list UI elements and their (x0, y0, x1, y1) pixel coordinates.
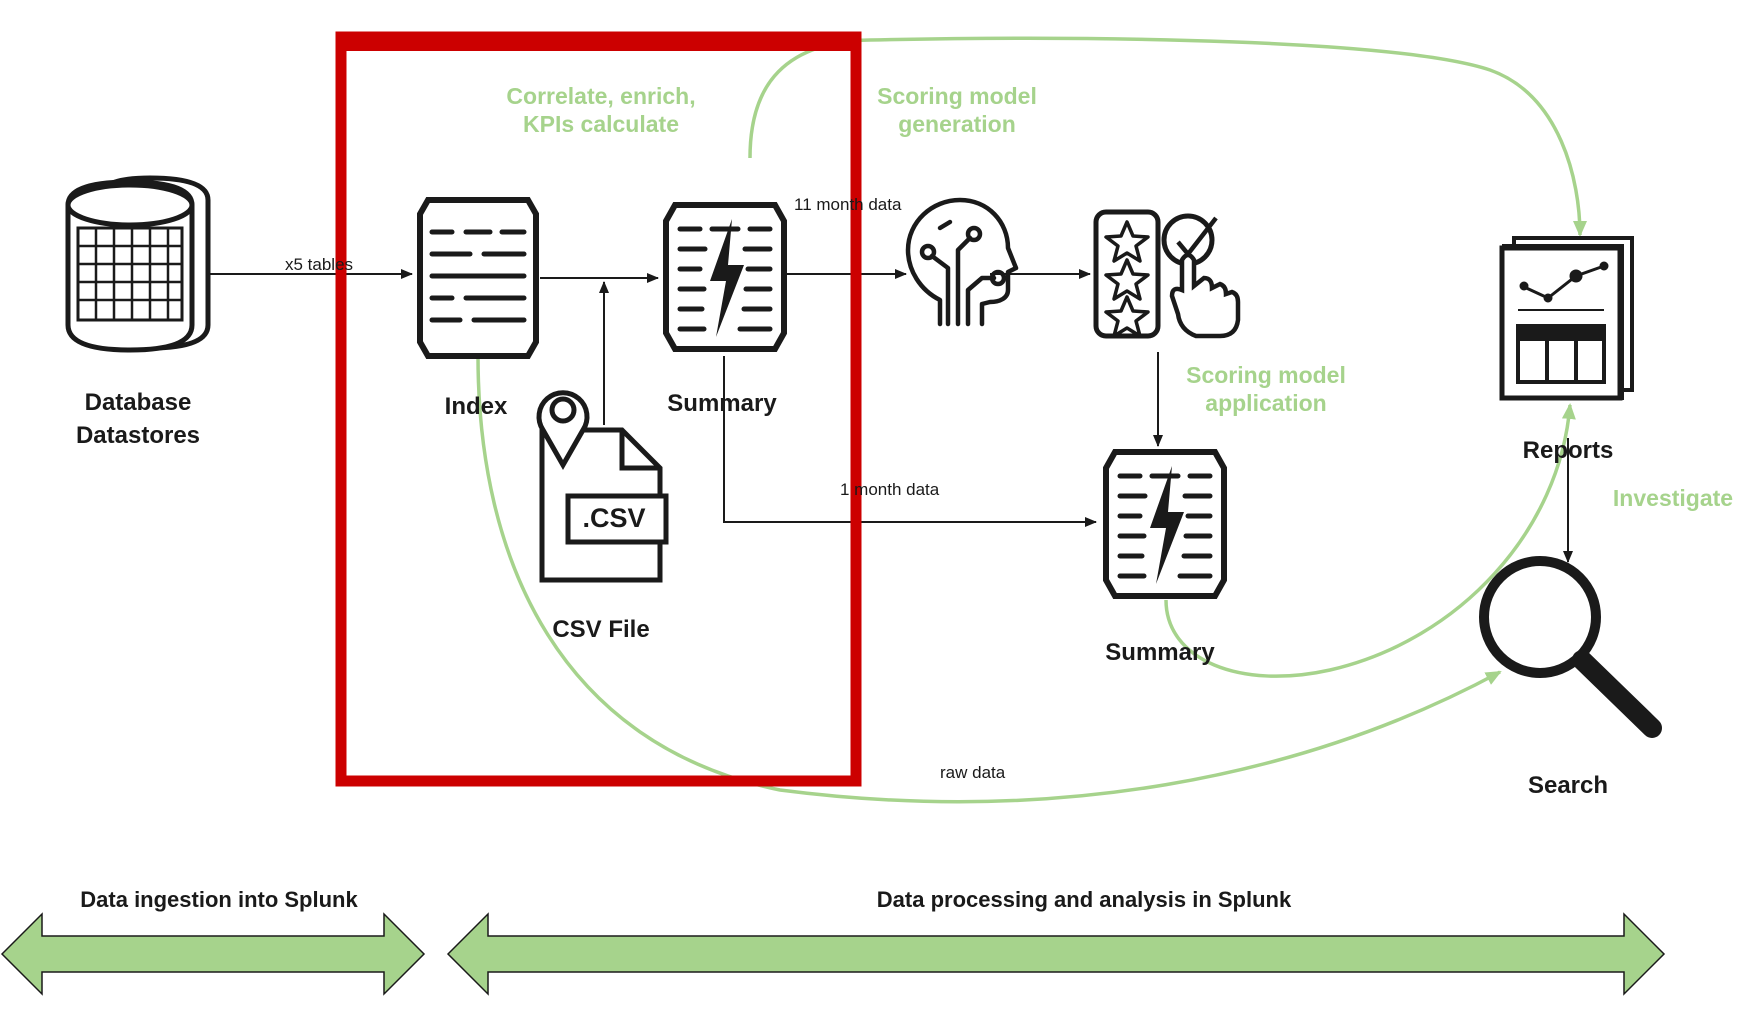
database-label-line2: Datastores (76, 422, 200, 449)
band-label-ingestion: Data ingestion into Splunk (80, 887, 358, 912)
magnifier-icon (1479, 556, 1662, 738)
processing-band-arrow (446, 912, 1666, 996)
report-chart-icon (1499, 236, 1634, 401)
note-scoring-gen-line2: generation (898, 111, 1016, 137)
summary-lightning-icon (666, 205, 784, 349)
index-label: Index (445, 393, 508, 420)
csv-badge-text: .CSV (582, 503, 645, 533)
edge-label-1-month: 1 month data (840, 480, 940, 499)
reports-label: Reports (1523, 437, 1614, 464)
summary2-lightning-icon (1106, 452, 1224, 596)
ingestion-band-arrow (0, 912, 426, 996)
note-scoring-app-line1: Scoring model (1186, 362, 1346, 388)
note-correlate-line2: KPIs calculate (523, 111, 679, 137)
database-label-line1: Database (85, 389, 192, 416)
star-rating-checklist-icon (1093, 209, 1241, 339)
band-label-processing: Data processing and analysis in Splunk (877, 887, 1292, 912)
search-label: Search (1528, 772, 1608, 799)
location-pin-icon (536, 390, 590, 471)
ai-head-icon (905, 197, 1019, 327)
edge-label-raw: raw data (940, 763, 1006, 782)
csv-file-label: CSV File (552, 616, 649, 643)
flow-summary2-to-reports (1164, 403, 1576, 678)
csv-file-icon (536, 390, 669, 583)
black-connectors (208, 269, 1573, 563)
edge-label-tables: x5 tables (285, 255, 353, 274)
summary-label: Summary (667, 390, 777, 417)
summary2-label: Summary (1105, 639, 1215, 666)
edge-label-11-month: 11 month data (794, 195, 902, 214)
index-document-icon (417, 197, 539, 359)
highlight-frame (335, 31, 862, 787)
note-investigate: Investigate (1613, 485, 1733, 511)
edge-summary-summary2 (723, 356, 1097, 527)
flow-summary-to-reports (748, 36, 1587, 237)
database-icon (65, 175, 211, 353)
green-flow-lines (476, 36, 1587, 804)
note-scoring-app-line2: application (1205, 390, 1326, 416)
note-scoring-gen-line1: Scoring model (877, 83, 1037, 109)
flow-index-to-search (476, 355, 1502, 804)
note-correlate-line1: Correlate, enrich, (506, 83, 695, 109)
